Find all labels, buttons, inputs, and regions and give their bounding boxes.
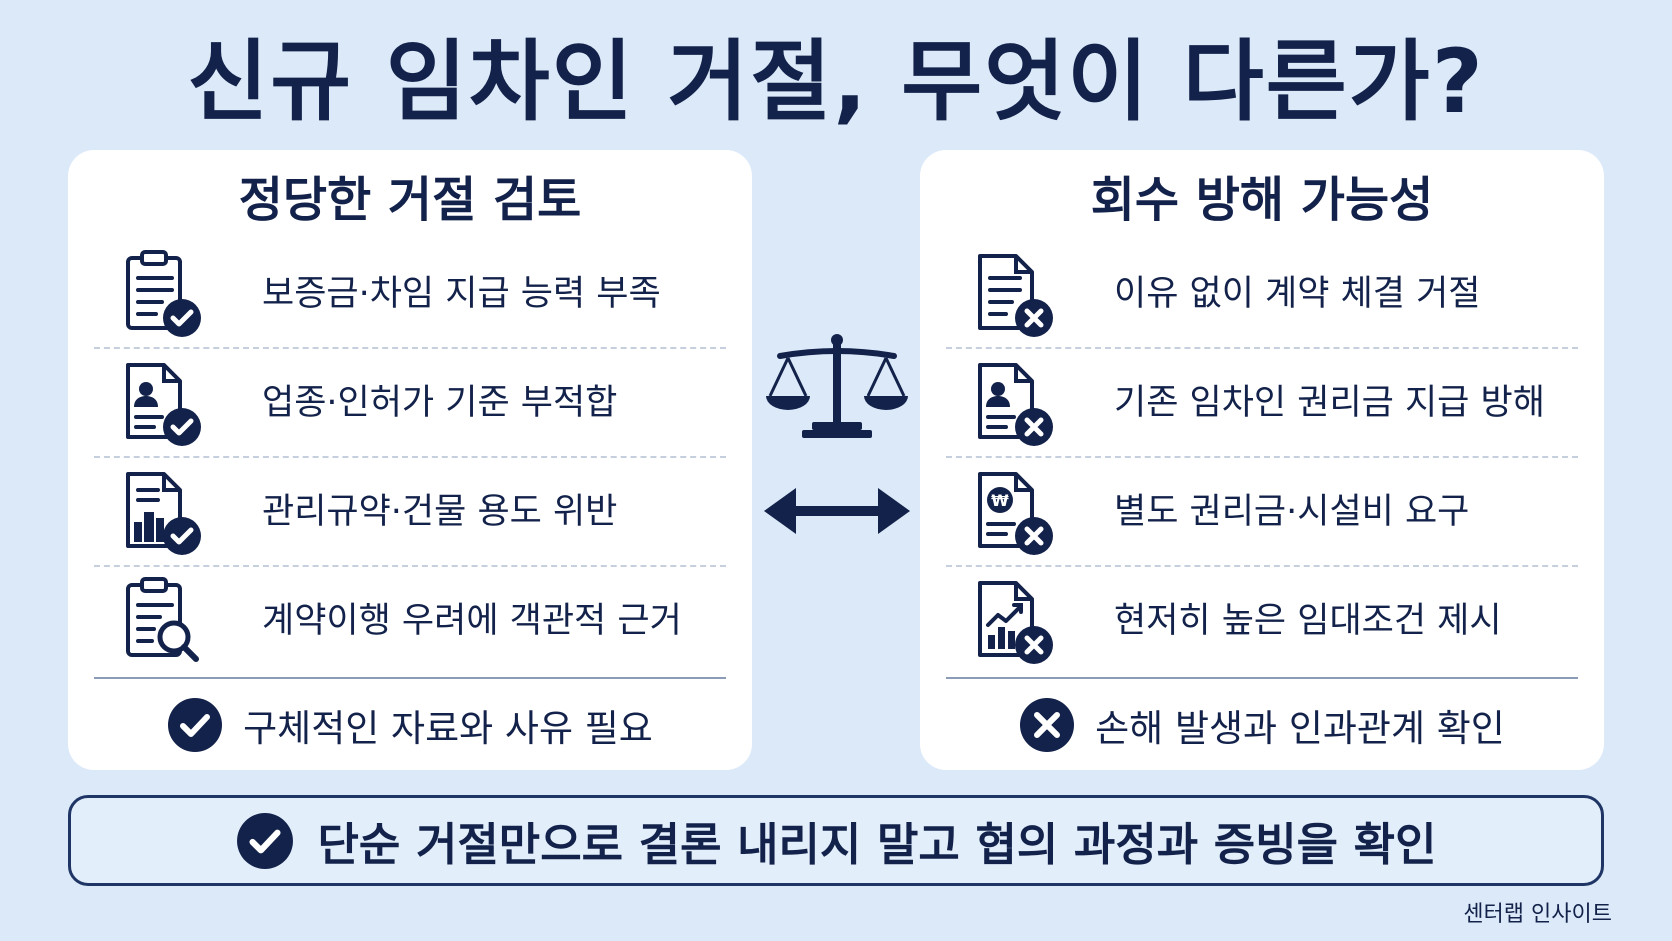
list-item: 관리규약·건물 용도 위반 (94, 458, 726, 567)
card-title: 회수 방해 가능성 (1090, 172, 1434, 228)
chart-document-x-icon (978, 581, 1053, 664)
clipboard-search-icon (126, 577, 199, 662)
item-label: 기존 임차인 권리금 지급 방해 (1114, 383, 1545, 423)
x-circle-icon (1020, 697, 1075, 752)
svg-text:₩: ₩ (991, 491, 1009, 510)
obstruction-card: 회수 방해 가능성 이유 없이 계약 체결 거절 기존 임차인 권리금 지급 방… (920, 150, 1604, 770)
won-document-x-icon: ₩ (978, 472, 1053, 555)
profile-document-x-icon (978, 363, 1053, 446)
summary-divider (946, 677, 1578, 679)
list-item: 기존 임차인 권리금 지급 방해 (946, 349, 1578, 458)
conclusion-label: 단순 거절만으로 결론 내리지 말고 협의 과정과 증빙을 확인 (317, 818, 1437, 871)
list-item: 보증금·차임 지급 능력 부족 (94, 240, 726, 349)
card-title: 정당한 거절 검토 (238, 172, 582, 228)
document-x-icon (978, 254, 1053, 337)
item-label: 현저히 높은 임대조건 제시 (1114, 601, 1502, 641)
summary-label: 손해 발생과 인과관계 확인 (1095, 706, 1505, 750)
item-label: 이유 없이 계약 체결 거절 (1114, 274, 1481, 314)
profile-document-check-icon (126, 363, 201, 446)
source-credit: 센터랩 인사이트 (1463, 902, 1612, 927)
summary-row: 손해 발생과 인과관계 확인 (920, 679, 1604, 770)
list-item: 업종·인허가 기준 부적합 (94, 349, 726, 458)
summary-divider (94, 677, 726, 679)
item-label: 업종·인허가 기준 부적합 (262, 383, 618, 423)
list-item: 이유 없이 계약 체결 거절 (946, 240, 1578, 349)
summary-row: 구체적인 자료와 사유 필요 (68, 679, 752, 770)
page-title: 신규 임차인 거절, 무엇이 다른가? (187, 30, 1485, 133)
list-item: 현저히 높은 임대조건 제시 (946, 567, 1578, 676)
check-circle-icon (168, 697, 223, 752)
conclusion-banner: 단순 거절만으로 결론 내리지 말고 협의 과정과 증빙을 확인 (68, 795, 1604, 886)
clipboard-check-icon (126, 250, 201, 337)
list-item: ₩ 별도 권리금·시설비 요구 (946, 458, 1578, 567)
scales-icon (766, 334, 908, 438)
double-arrow-icon (764, 488, 910, 534)
item-label: 관리규약·건물 용도 위반 (262, 492, 618, 532)
item-label: 보증금·차임 지급 능력 부족 (262, 274, 661, 314)
list-item: 계약이행 우려에 객관적 근거 (94, 567, 726, 676)
item-label: 계약이행 우려에 객관적 근거 (262, 601, 682, 641)
summary-label: 구체적인 자료와 사유 필요 (243, 706, 653, 750)
legitimate-refusal-card: 정당한 거절 검토 보증금·차임 지급 능력 부족 업종·인허가 기준 부적합 (68, 150, 752, 770)
check-circle-icon (236, 812, 293, 869)
center-graphic (764, 334, 910, 534)
building-document-check-icon (126, 472, 201, 555)
item-label: 별도 권리금·시설비 요구 (1114, 492, 1470, 532)
